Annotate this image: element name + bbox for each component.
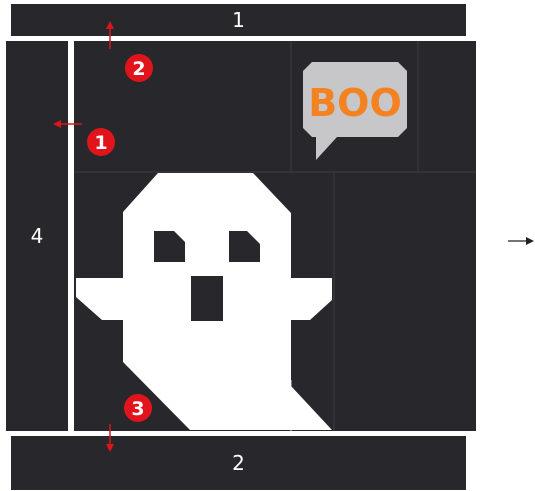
speech-bubble-text: BOO (308, 81, 402, 125)
step-marker-1: 1 (87, 128, 115, 156)
step-marker-3-label: 3 (131, 398, 144, 420)
step-marker-1-label: 1 (94, 132, 107, 154)
step-marker-3: 3 (124, 394, 152, 422)
step-marker-2: 2 (125, 54, 153, 82)
step-marker-2-label: 2 (132, 58, 145, 80)
ghost-mouth (191, 276, 223, 321)
